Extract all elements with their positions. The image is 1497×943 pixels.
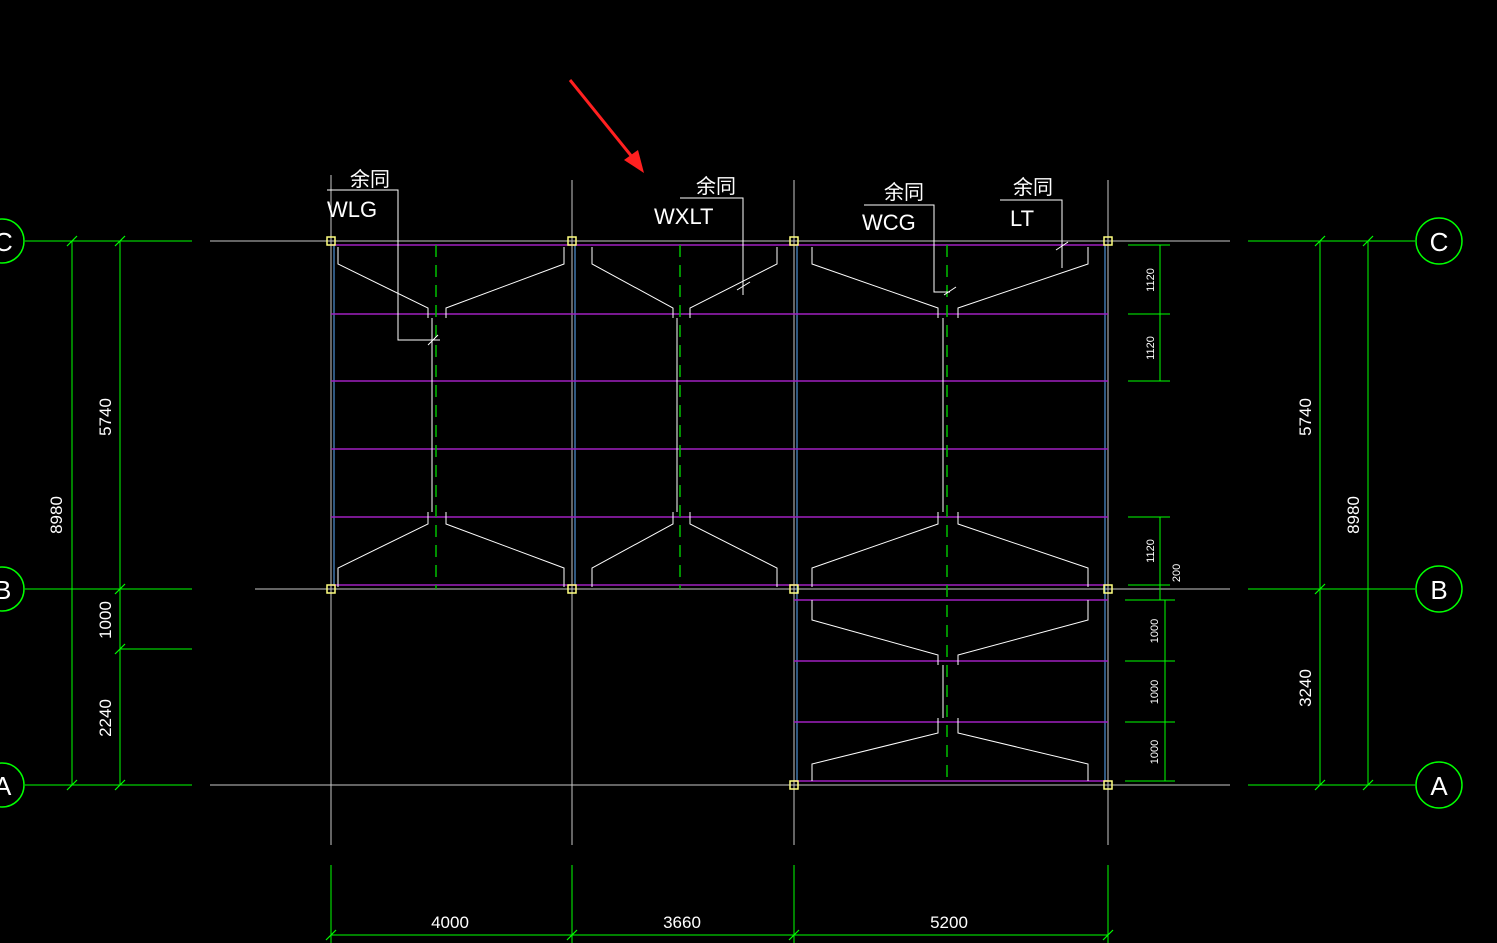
dim-small-bot-2: 1000 xyxy=(1149,680,1161,704)
axis-bubble-a-left: A xyxy=(0,762,25,808)
brace-lines xyxy=(327,189,1089,781)
dim-bottom-3: 5200 xyxy=(930,913,968,932)
column-markers xyxy=(326,236,1113,790)
note-same-lt: 余同 xyxy=(1013,176,1053,199)
dim-small-top-1: 1120 xyxy=(1145,268,1157,292)
dimension-lines xyxy=(25,240,1415,943)
note-same-wxlt: 余同 xyxy=(696,175,736,198)
dim-small-top-2: 1120 xyxy=(1145,336,1157,360)
note-same-wlg: 余同 xyxy=(350,168,390,191)
dim-right-outer: 8980 xyxy=(1344,496,1363,534)
svg-text:A: A xyxy=(0,771,12,801)
svg-text:C: C xyxy=(1430,227,1449,257)
axis-bubble-b-right: B xyxy=(1415,565,1463,613)
svg-text:B: B xyxy=(0,575,11,605)
dim-small-mid-1: 1120 xyxy=(1145,539,1157,563)
svg-text:B: B xyxy=(1430,575,1447,605)
dim-small-mid-2: 200 xyxy=(1171,564,1183,582)
label-wcg: WCG xyxy=(862,210,916,235)
dim-right-inner-2: 3240 xyxy=(1296,669,1315,707)
label-wlg: WLG xyxy=(327,197,377,222)
dim-left-inner-2: 1000 xyxy=(96,601,115,639)
axis-bubble-c-right: C xyxy=(1415,217,1463,265)
blue-lines xyxy=(333,245,1106,781)
svg-text:C: C xyxy=(0,227,13,257)
dim-right-inner-1: 5740 xyxy=(1296,398,1315,436)
tie-dashed-lines xyxy=(435,245,948,785)
axis-bubble-a-right: A xyxy=(1415,761,1463,809)
svg-text:A: A xyxy=(1430,771,1448,801)
dim-left-outer: 8980 xyxy=(47,496,66,534)
axis-bubble-b-left: B xyxy=(0,566,25,612)
axis-bubble-c-left: C xyxy=(0,218,25,264)
label-wxlt: WXLT xyxy=(654,204,713,229)
grid-lines xyxy=(210,175,1230,845)
dim-bottom-1: 4000 xyxy=(431,913,469,932)
dimension-ticks xyxy=(66,235,1374,941)
red-arrow-icon xyxy=(568,79,644,173)
label-lt: LT xyxy=(1010,206,1034,231)
dim-left-inner-3: 2240 xyxy=(96,699,115,737)
dim-small-bot-3: 1000 xyxy=(1149,740,1161,764)
dim-small-bot-1: 1000 xyxy=(1149,619,1161,643)
dim-left-inner-1: 5740 xyxy=(96,398,115,436)
purlin-lines xyxy=(331,244,1108,782)
dim-bottom-2: 3660 xyxy=(663,913,701,932)
note-same-wcg: 余同 xyxy=(884,181,924,204)
